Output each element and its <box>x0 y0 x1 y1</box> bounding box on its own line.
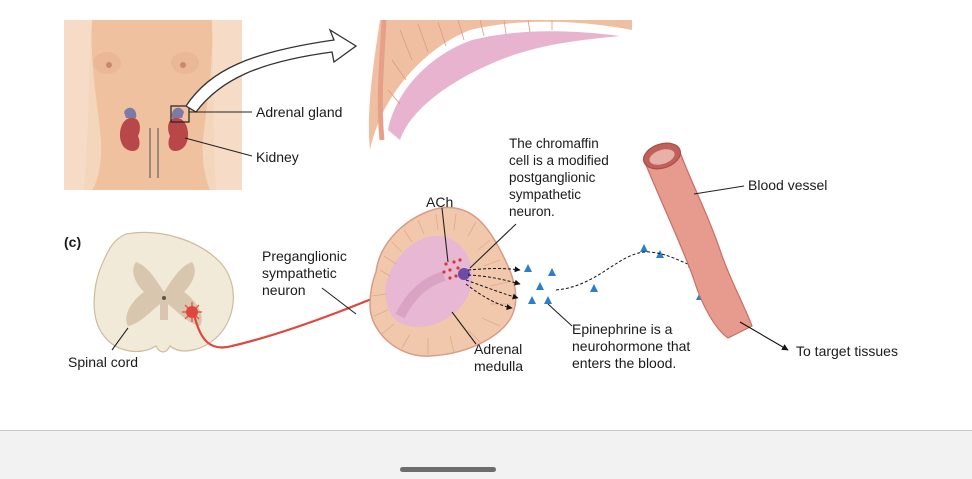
label-epinephrine: Epinephrine is a neurohormone that enter… <box>572 321 691 371</box>
spinal-cord-illustration <box>93 231 234 353</box>
label-spinal-cord: Spinal cord <box>68 354 139 370</box>
ach-vesicles <box>442 258 462 280</box>
bottom-toolbar <box>0 430 972 479</box>
label-chromaffin-cell: The chromaffin cell is a modified postga… <box>509 136 609 219</box>
chromaffin-cell <box>458 268 470 280</box>
label-preganglionic-neuron: Preganglionic sympathetic neuron <box>262 248 347 298</box>
label-ach: ACh <box>426 194 454 210</box>
label-adrenal-gland: Adrenal gland <box>256 104 343 120</box>
panel-label: (c) <box>64 234 82 250</box>
home-indicator[interactable] <box>400 467 496 472</box>
adrenal-medulla-figure: Adrenal gland Kidney The chromaffin cell… <box>64 19 898 374</box>
figure-artwork <box>64 19 789 357</box>
label-target-tissues: To target tissues <box>796 343 898 359</box>
adrenal-section-top <box>368 19 632 150</box>
adrenal-gland-illustration <box>369 206 521 357</box>
kidneys-illustration <box>119 105 190 178</box>
blood-vessel-illustration <box>642 142 753 339</box>
label-adrenal-medulla: Adrenal medulla <box>474 341 524 374</box>
label-blood-vessel: Blood vessel <box>748 177 828 193</box>
torso-illustration <box>64 20 242 190</box>
enlarge-arrow <box>185 28 358 113</box>
label-kidney: Kidney <box>256 149 299 165</box>
